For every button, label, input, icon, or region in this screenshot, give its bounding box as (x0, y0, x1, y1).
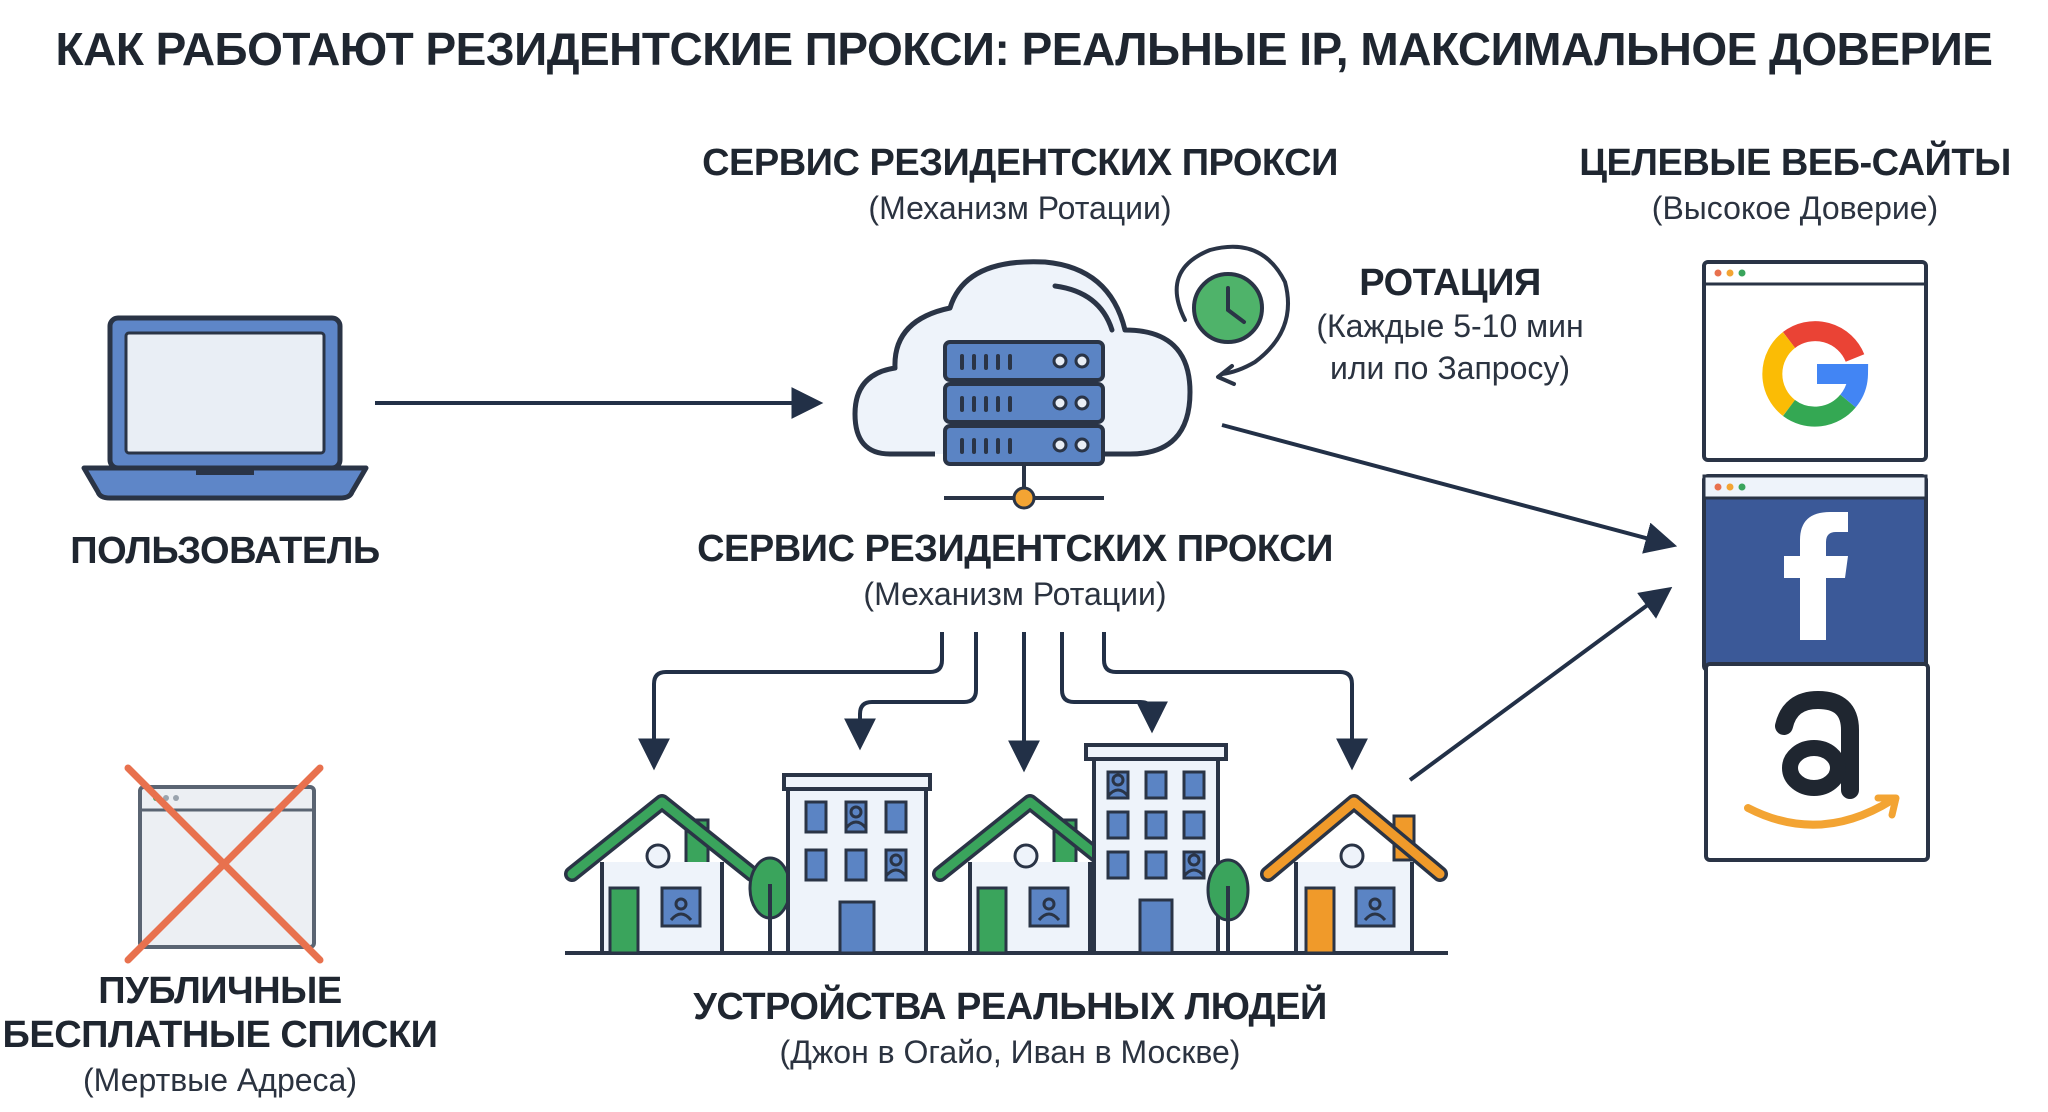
public-lists-line2: БЕСПЛАТНЫЕ СПИСКИ (2, 1014, 438, 1056)
public-lists-subtitle: (Мертвые Адреса) (83, 1062, 357, 1098)
rotation-title: РОТАЦИЯ (1359, 262, 1541, 304)
facebook-icon (1784, 512, 1848, 640)
house-icon (564, 794, 760, 955)
website-facebook-card (1702, 474, 1928, 672)
targets-subtitle: (Высокое Доверие) (1651, 190, 1939, 226)
service-top-subtitle: (Механизм Ротации) (868, 190, 1172, 226)
devices-subtitle: (Джон в Огайо, Иван в Москве) (779, 1034, 1241, 1070)
branch-arrows (638, 632, 1368, 773)
server-rack-icon (943, 340, 1105, 466)
crossed-out-window-icon (124, 764, 324, 964)
clock-icon (1174, 244, 1290, 386)
rotation-line1: (Каждые 5-10 мин (1316, 308, 1584, 344)
targets-title: ЦЕЛЕВЫЕ ВЕБ-САЙТЫ (1579, 142, 2011, 184)
tree-icon (1206, 858, 1250, 953)
arrow-service-to-websites (1221, 423, 1678, 554)
service-bottom-subtitle: (Механизм Ротации) (863, 576, 1167, 612)
rotation-line2: или по Запросу) (1329, 350, 1571, 386)
laptop-icon (81, 315, 369, 501)
service-bottom-title: СЕРВИС РЕЗИДЕНТСКИХ ПРОКСИ (697, 528, 1333, 570)
website-google-card (1702, 260, 1928, 462)
google-icon (1762, 321, 1869, 427)
apartment-building-icon (1084, 743, 1228, 955)
amazon-icon (1744, 690, 1900, 829)
devices-title: УСТРОЙСТВА РЕАЛЬНЫХ ЛЮДЕЙ (693, 986, 1327, 1028)
house-icon (932, 794, 1128, 955)
tree-icon (748, 856, 792, 953)
cloud-server-icon (852, 259, 1193, 510)
website-amazon-card (1704, 662, 1930, 862)
public-lists-line1: ПУБЛИЧНЫЕ (98, 970, 342, 1012)
arrow-devices-to-websites (1408, 586, 1673, 782)
service-top-title: СЕРВИС РЕЗИДЕНТСКИХ ПРОКСИ (702, 142, 1338, 184)
user-label: ПОЛЬЗОВАТЕЛЬ (70, 530, 380, 572)
main-title: КАК РАБОТАЮТ РЕЗИДЕНТСКИЕ ПРОКСИ: РЕАЛЬН… (55, 23, 1993, 75)
apartment-building-icon (782, 773, 932, 955)
house-icon (1260, 794, 1448, 955)
